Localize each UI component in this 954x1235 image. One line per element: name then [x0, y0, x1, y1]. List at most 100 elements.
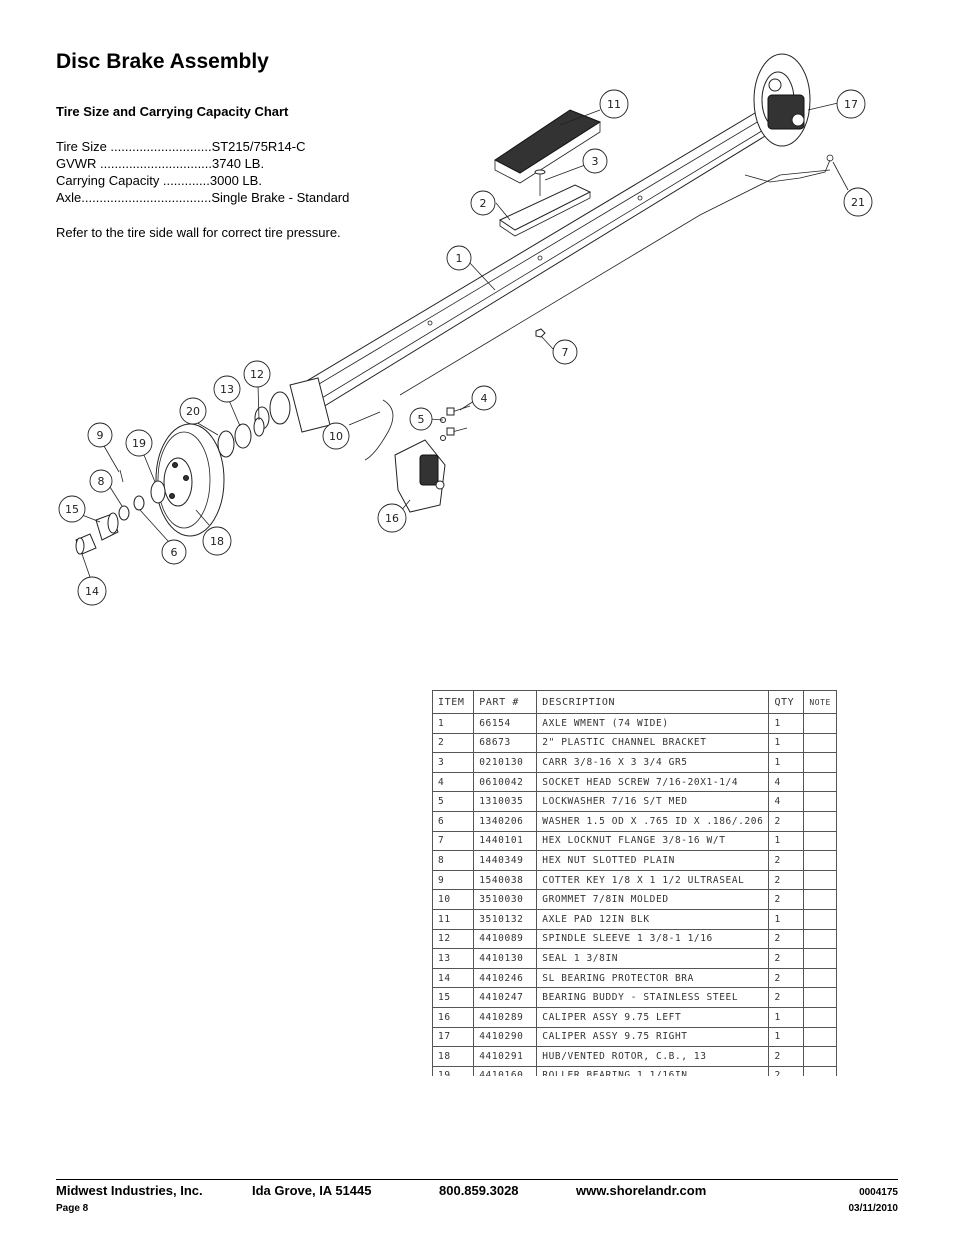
cell-note [803, 948, 837, 969]
cell-qty: 2 [768, 967, 805, 989]
spec-value: 3000 LB. [209, 173, 262, 188]
cell-note [803, 869, 837, 891]
cell-part-number: 66154 [473, 713, 538, 734]
cell-item: 1 [432, 713, 475, 734]
callout-2: 2 [470, 190, 496, 216]
bearing-buddy [95, 512, 119, 541]
table-header-row: ITEM PART # DESCRIPTION QTY NOTE [432, 690, 837, 714]
footer-website[interactable]: www.shorelandr.com [576, 1183, 707, 1198]
cell-description: CARR 3/8-16 X 3 3/4 GR5 [536, 752, 770, 773]
callout-label: 7 [562, 346, 569, 359]
cotter-key [119, 469, 124, 483]
cell-note [803, 810, 837, 832]
cell-description: AXLE PAD 12IN BLK [536, 908, 770, 930]
cell-qty: 4 [768, 771, 805, 793]
callout-5: 5 [409, 407, 433, 431]
cell-description: LOCKWASHER 7/16 S/T MED [536, 791, 770, 812]
cell-description: CALIPER ASSY 9.75 LEFT [536, 1006, 770, 1028]
callout-label: 19 [132, 437, 146, 450]
callout-label: 16 [385, 512, 399, 525]
cell-note [803, 713, 837, 734]
spec-row-tire-size: Tire Size ............................ST… [56, 139, 306, 154]
cell-qty: 1 [768, 752, 805, 773]
slotted-nut [118, 505, 130, 521]
callout-17: 17 [836, 89, 866, 119]
channel-bracket [498, 184, 592, 237]
spec-row-axle: Axle....................................… [56, 190, 349, 205]
callout-label: 10 [329, 430, 343, 443]
cell-description: SOCKET HEAD SCREW 7/16-20X1-1/4 [536, 771, 770, 793]
cell-qty: 2 [768, 869, 805, 891]
spec-value: Single Brake - Standard [211, 190, 350, 205]
cell-qty: 2 [768, 987, 805, 1008]
bearing-protector [75, 533, 97, 555]
spindle-sleeve [253, 417, 265, 437]
spec-label: Tire Size ............................ [56, 139, 212, 154]
column-header-note: NOTE [803, 690, 837, 714]
cell-part-number: 4410247 [473, 987, 538, 1008]
cell-qty: 1 [768, 1026, 805, 1048]
cell-qty: 1 [768, 908, 805, 930]
cell-part-number: 4410089 [473, 928, 538, 950]
callout-label: 3 [592, 155, 599, 168]
callout-label: 1 [456, 252, 463, 265]
footer-phone: 800.859.3028 [439, 1183, 519, 1198]
cell-description: WASHER 1.5 OD X .765 ID X .186/.206 [536, 810, 770, 832]
cell-qty: 1 [768, 830, 805, 852]
callout-18: 18 [202, 526, 232, 556]
callout-15: 15 [58, 495, 86, 523]
callout-3: 3 [582, 148, 608, 174]
page-title: Disc Brake Assembly [56, 50, 269, 73]
cell-note [803, 771, 837, 793]
spec-row-carrying-capacity: Carrying Capacity .............3000 LB. [56, 173, 262, 188]
hub-rotor [155, 423, 225, 537]
cell-part-number: 4410130 [473, 948, 538, 969]
callout-8: 8 [89, 469, 113, 493]
callout-label: 15 [65, 503, 79, 516]
cell-description: 2" PLASTIC CHANNEL BRACKET [536, 732, 770, 754]
callout-20: 20 [179, 397, 207, 425]
callout-4: 4 [471, 385, 497, 411]
cell-item: 2 [432, 732, 475, 754]
footer-doc-number: 0004175 [859, 1187, 898, 1198]
washer [133, 495, 145, 511]
cell-item: 12 [432, 928, 475, 950]
cell-item: 4 [432, 771, 475, 793]
grease-seal [234, 423, 252, 449]
chart-subtitle: Tire Size and Carrying Capacity Chart [56, 104, 289, 119]
cell-part-number: 1440349 [473, 850, 538, 871]
axle-tube [299, 109, 831, 411]
cell-note [803, 850, 837, 871]
cell-description: GROMMET 7/8IN MOLDED [536, 889, 770, 910]
cell-part-number: 1540038 [473, 869, 538, 891]
cell-qty: 2 [768, 1046, 805, 1067]
footer-divider [56, 1179, 898, 1180]
cell-note [803, 830, 837, 852]
callout-label: 5 [418, 413, 425, 426]
cell-qty: 1 [768, 1006, 805, 1028]
cell-description: SL BEARING PROTECTOR BRA [536, 967, 770, 989]
callout-19: 19 [125, 429, 153, 457]
cell-note [803, 908, 837, 930]
column-header-item: ITEM [432, 690, 475, 714]
callout-16: 16 [377, 503, 407, 533]
cell-description: SEAL 1 3/8IN [536, 948, 770, 969]
cell-description: BEARING BUDDY - STAINLESS STEEL [536, 987, 770, 1008]
cell-note [803, 732, 837, 754]
callout-label: 18 [210, 535, 224, 548]
callout-label: 13 [220, 383, 234, 396]
cell-item: 5 [432, 791, 475, 812]
cell-qty: 2 [768, 948, 805, 969]
cell-note [803, 752, 837, 773]
cell-qty: 1 [768, 732, 805, 754]
flange-locknut [535, 328, 546, 338]
